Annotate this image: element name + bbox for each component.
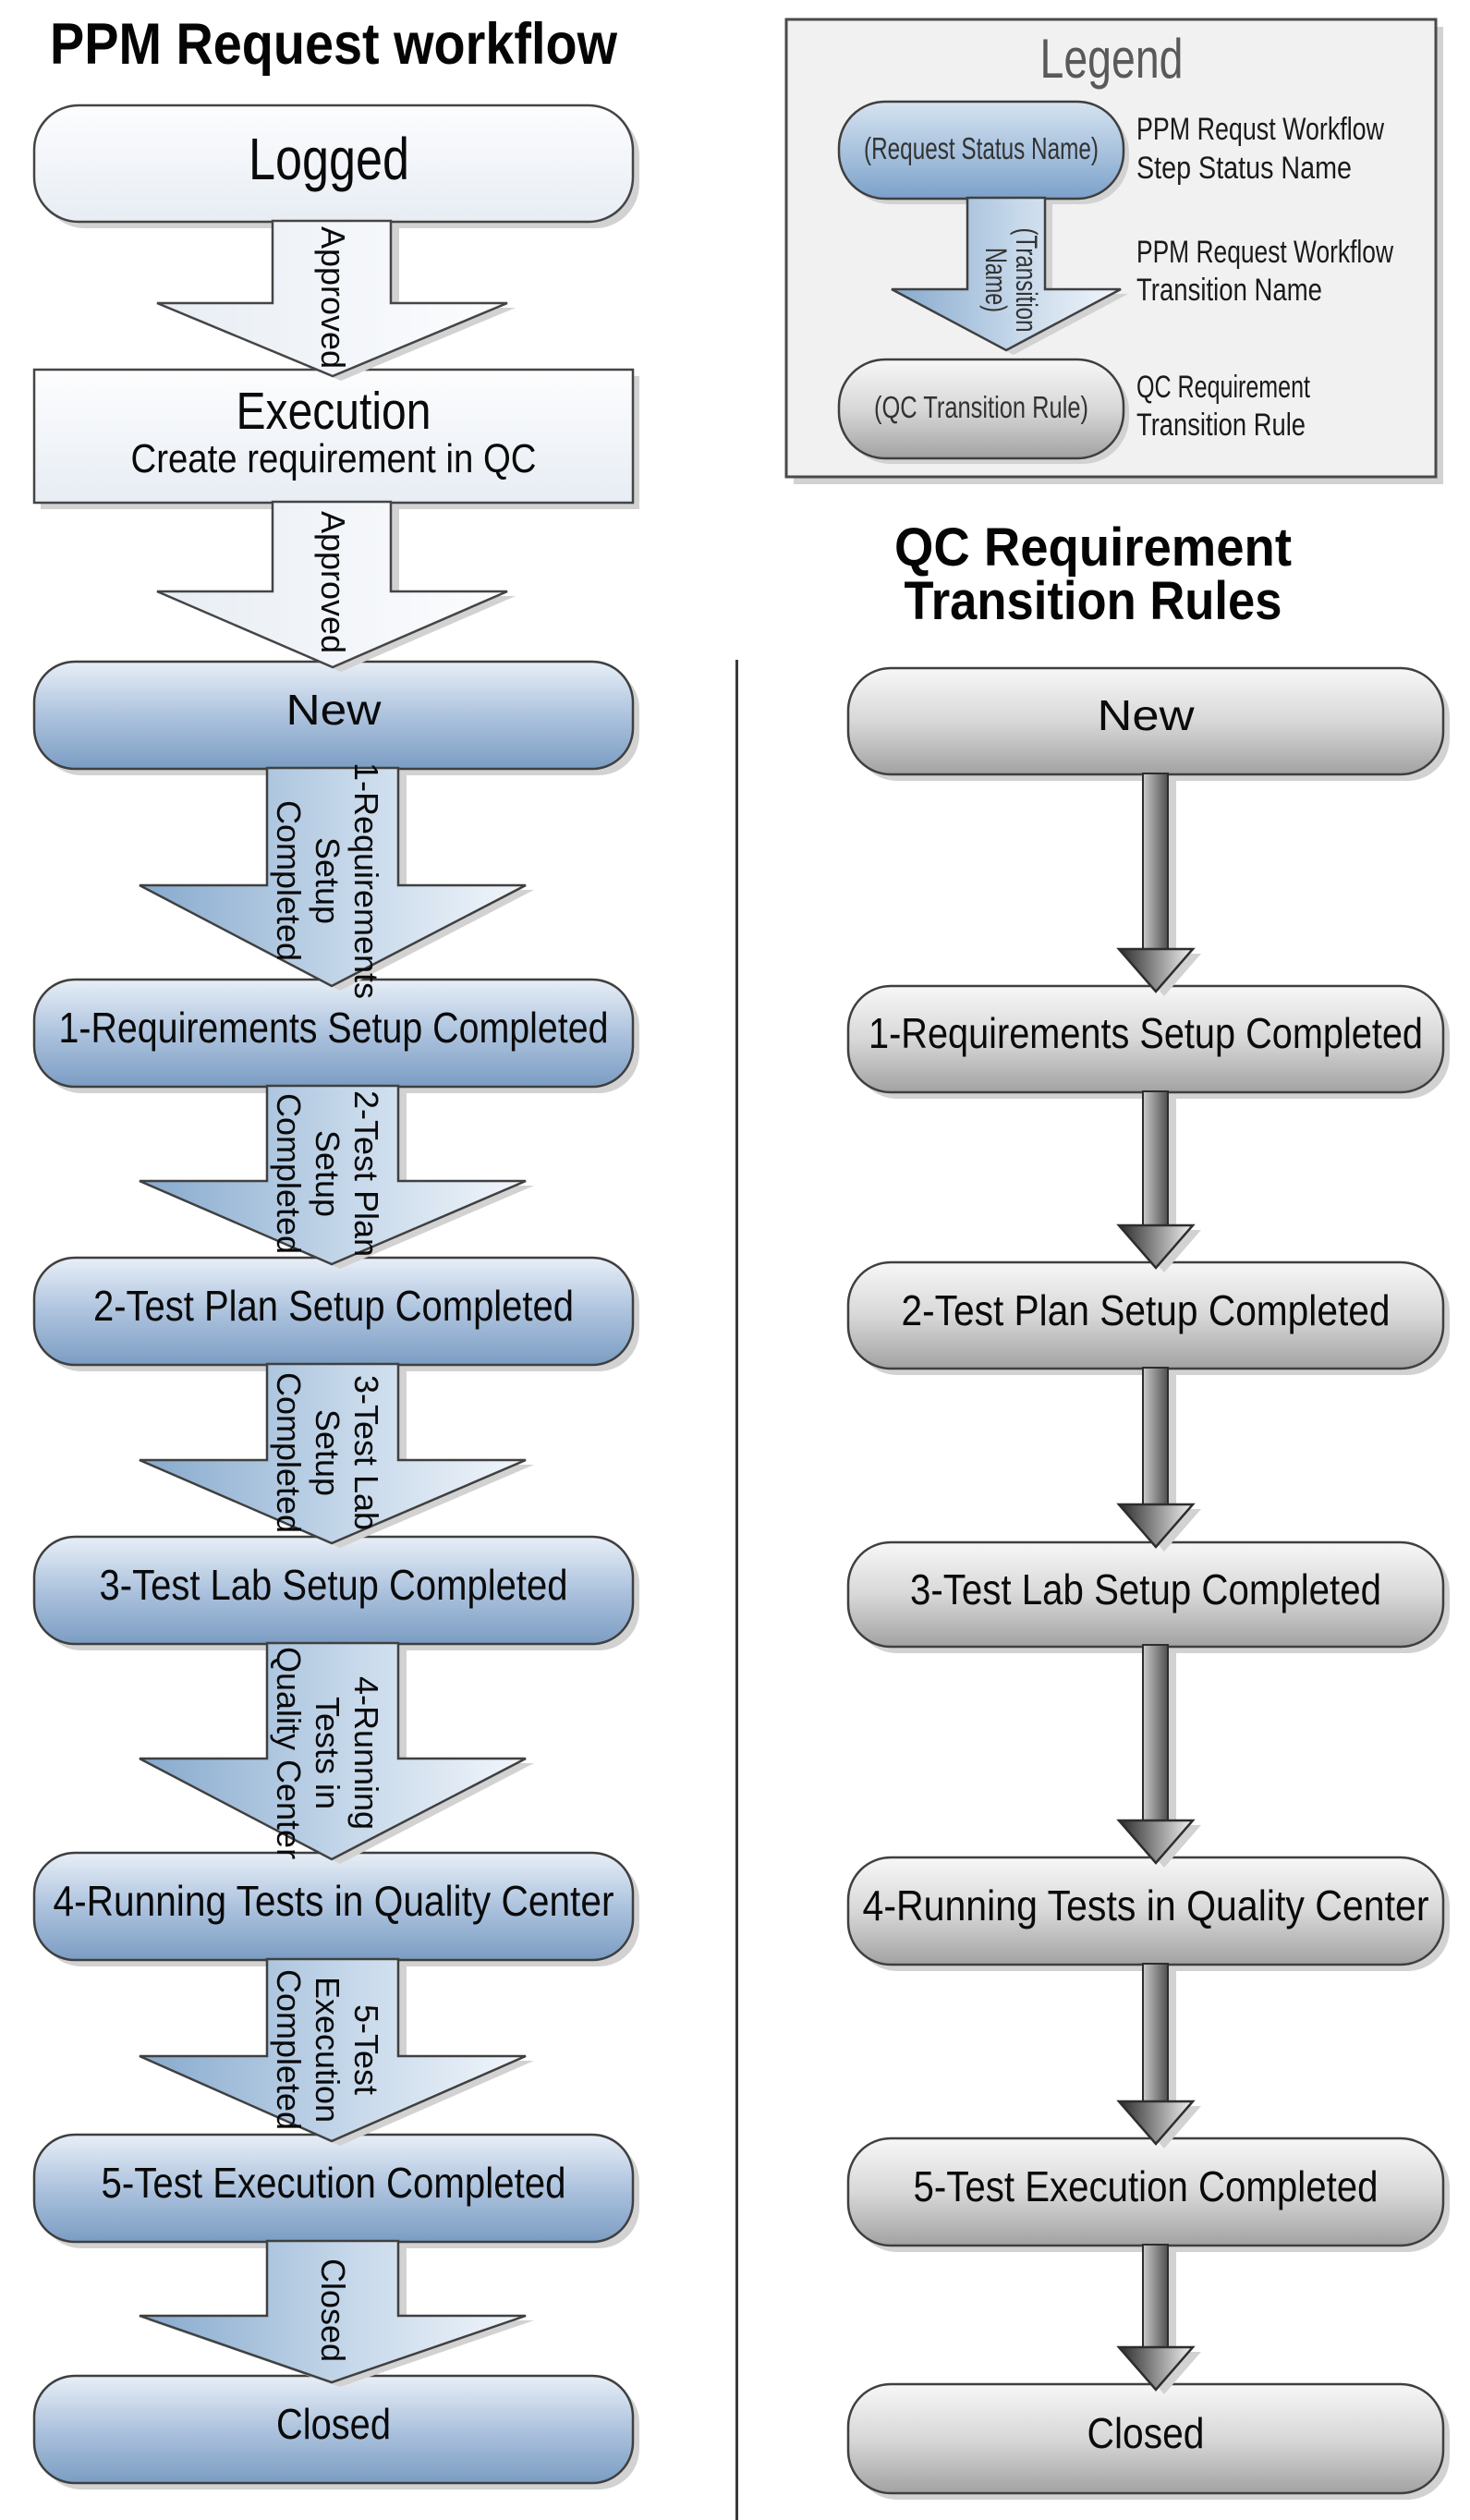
svg-text:5-Test Execution Completed: 5-Test Execution Completed (102, 2159, 566, 2207)
svg-text:(Request Status Name): (Request Status Name) (864, 131, 1099, 165)
svg-text:Transition Name: Transition Name (1136, 273, 1322, 308)
svg-text:2-Test Plan Setup Completed: 2-Test Plan Setup Completed (902, 1286, 1391, 1334)
svg-text:Closed: Closed (1087, 2409, 1205, 2457)
svg-text:Legend: Legend (1040, 28, 1184, 90)
svg-text:Execution: Execution (237, 382, 431, 441)
svg-text:New: New (286, 686, 383, 734)
svg-text:3-Test LabSetupCompleted: 3-Test LabSetupCompleted (270, 1372, 385, 1533)
svg-text:(TransitionName): (TransitionName) (979, 228, 1043, 333)
svg-text:4-Running Tests in Quality Cen: 4-Running Tests in Quality Center (54, 1877, 614, 1925)
svg-text:QC Requirement: QC Requirement (1136, 370, 1310, 405)
svg-text:1-Requirements Setup Completed: 1-Requirements Setup Completed (59, 1004, 609, 1052)
svg-text:5-TestExecutionCompleted: 5-TestExecutionCompleted (270, 1969, 385, 2130)
svg-text:2-Test PlanSetupCompleted: 2-Test PlanSetupCompleted (270, 1090, 385, 1257)
svg-text:5-Test Execution Completed: 5-Test Execution Completed (914, 2162, 1379, 2210)
svg-text:3-Test Lab Setup Completed: 3-Test Lab Setup Completed (100, 1561, 568, 1609)
svg-text:QC Requirement: QC Requirement (894, 517, 1292, 578)
svg-text:Approved: Approved (314, 226, 352, 369)
svg-text:PPM Requst Workflow: PPM Requst Workflow (1136, 112, 1384, 147)
svg-text:Create requirement in QC: Create requirement in QC (131, 436, 537, 481)
svg-text:Closed: Closed (314, 2258, 352, 2362)
svg-text:Transition Rules: Transition Rules (905, 571, 1282, 631)
svg-text:3-Test Lab Setup Completed: 3-Test Lab Setup Completed (910, 1565, 1381, 1613)
svg-text:1-RequirementsSetupCompleted: 1-RequirementsSetupCompleted (270, 762, 385, 999)
svg-text:1-Requirements Setup Completed: 1-Requirements Setup Completed (869, 1009, 1423, 1057)
svg-text:PPM Request Workflow: PPM Request Workflow (1136, 235, 1393, 270)
svg-text:4-RunningTests inQuality Cente: 4-RunningTests inQuality Center (270, 1647, 385, 1859)
svg-text:Approved: Approved (314, 511, 352, 653)
svg-text:New: New (1098, 691, 1196, 739)
svg-text:Closed: Closed (276, 2400, 391, 2448)
svg-text:4-Running Tests in Quality Cen: 4-Running Tests in Quality Center (863, 1881, 1429, 1930)
svg-text:Transition Rule: Transition Rule (1136, 408, 1306, 443)
svg-text:2-Test Plan Setup Completed: 2-Test Plan Setup Completed (93, 1282, 574, 1330)
svg-text:PPM Request workflow: PPM Request workflow (50, 12, 618, 77)
svg-text:Step Status Name: Step Status Name (1136, 151, 1352, 186)
svg-text:Logged: Logged (249, 126, 409, 192)
svg-text:(QC Transition Rule): (QC Transition Rule) (874, 390, 1088, 424)
